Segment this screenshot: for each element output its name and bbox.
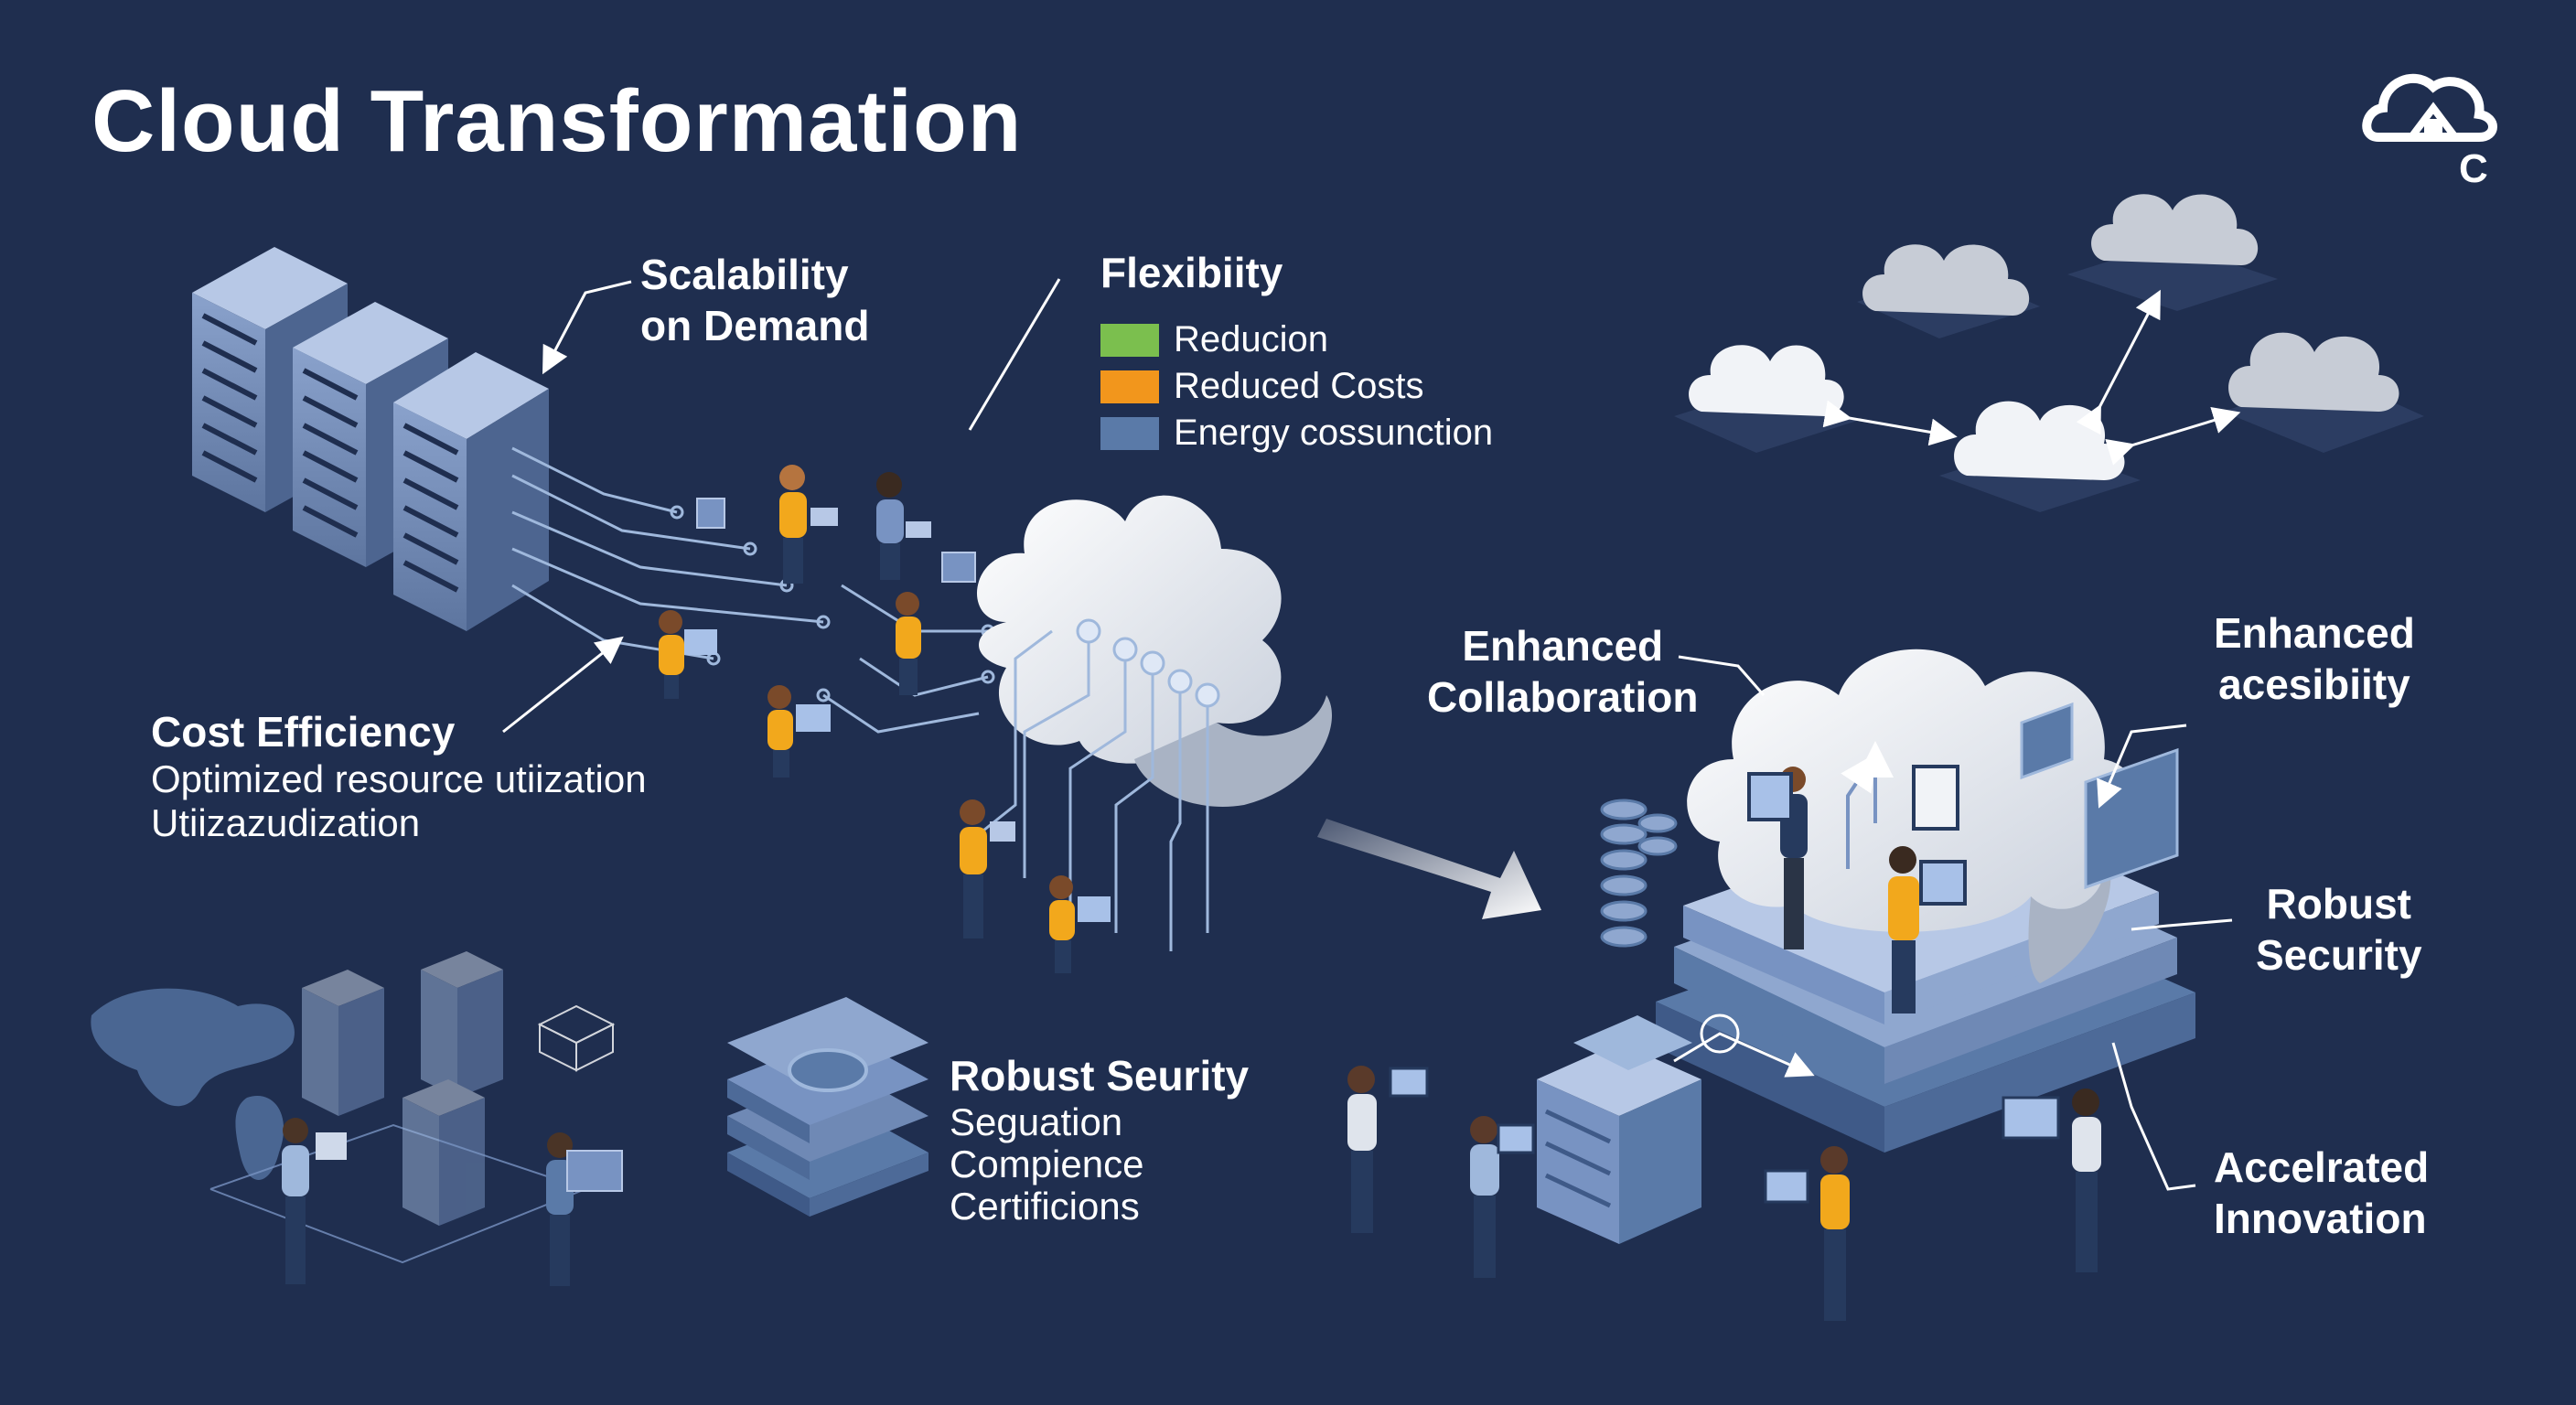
accessibility-line-1: Enhanced xyxy=(2214,609,2415,657)
robust-security-right-label: Robust Security xyxy=(2256,878,2422,981)
person xyxy=(1049,875,1111,973)
robust-security-heading: Robust Seurity xyxy=(950,1052,1250,1099)
scalability-label: Scalability on Demand xyxy=(640,249,869,351)
server-racks xyxy=(192,247,549,631)
database-stack xyxy=(1600,799,1678,948)
legend-label: Reducion xyxy=(1174,319,1329,359)
page-title: Cloud Transformation xyxy=(91,72,1023,170)
person xyxy=(1764,1146,1850,1321)
person xyxy=(2002,1089,2101,1272)
legend-label: Energy cossunction xyxy=(1174,413,1494,453)
cloud-team xyxy=(1747,741,1967,1014)
robust-security-line: Compience xyxy=(950,1142,1144,1185)
network-cloud xyxy=(2223,332,2424,453)
people-right xyxy=(1347,1066,2101,1321)
cost-efficiency-line: Optimized resource utiization xyxy=(151,757,647,800)
people-left xyxy=(659,465,1111,973)
world-map-scene xyxy=(91,951,623,1286)
person xyxy=(1470,1116,1535,1278)
central-cloud xyxy=(969,495,1332,951)
logo-icon xyxy=(2362,73,2497,142)
floating-screen xyxy=(1912,765,1959,831)
person xyxy=(546,1132,623,1286)
legend-item: Reduced Costs xyxy=(1100,363,1493,410)
floating-screen xyxy=(941,552,976,583)
person xyxy=(767,685,831,778)
cost-efficiency-heading: Cost Efficiency xyxy=(151,708,456,756)
server-tower xyxy=(1537,1014,1815,1244)
flexibility-label: Flexibiity xyxy=(1100,249,1283,296)
enhanced-accessibility-label: Enhanced acesibiity xyxy=(2214,607,2415,710)
accessibility-line-2: acesibiity xyxy=(2218,660,2410,708)
cost-efficiency-line: Utiizazudization xyxy=(151,801,421,844)
network-cloud xyxy=(1674,345,1857,453)
person xyxy=(779,465,838,584)
person xyxy=(1747,767,1808,949)
network-cloud xyxy=(1857,244,2040,338)
network-cloud xyxy=(2067,194,2278,311)
collaboration-line-1: Enhanced xyxy=(1462,622,1664,670)
person xyxy=(960,799,1015,938)
security-stack xyxy=(727,997,928,1217)
collaboration-line-2: Collaboration xyxy=(1427,673,1699,721)
shield-icon xyxy=(788,1048,868,1092)
circuit-lines xyxy=(511,446,995,734)
enhanced-collaboration-label: Enhanced Collaboration xyxy=(1427,620,1698,723)
glass-tower xyxy=(302,951,503,1226)
person xyxy=(896,592,921,695)
robust-security-left-block: Robust Seurity Seguation Compience Certi… xyxy=(950,1050,1249,1228)
scalability-line-2: on Demand xyxy=(640,302,870,349)
person xyxy=(1888,846,1967,1014)
legend-item: Reducion xyxy=(1100,316,1493,363)
robust-security-line: Seguation xyxy=(950,1100,1123,1143)
legend-item: Energy cossunction xyxy=(1100,410,1493,456)
person xyxy=(282,1118,347,1284)
legend-swatch xyxy=(1100,370,1159,403)
accelerated-innovation-label: Accelrated Innovation xyxy=(2214,1142,2429,1244)
wireframe-cube-icon xyxy=(537,1004,616,1072)
network-cloud xyxy=(1939,401,2141,512)
security-line-1: Robust xyxy=(2266,880,2411,928)
person xyxy=(659,610,717,699)
cloud-network xyxy=(1674,194,2424,512)
legend-label: Reduced Costs xyxy=(1174,366,1424,406)
legend-swatch xyxy=(1100,416,1159,450)
innovation-line-1: Accelrated xyxy=(2214,1143,2430,1191)
scalability-line-1: Scalability xyxy=(640,251,849,298)
cost-efficiency-block: Cost Efficiency Optimized resource utiiz… xyxy=(151,706,647,845)
floating-screen xyxy=(696,498,725,529)
server-rack xyxy=(393,352,549,631)
person xyxy=(1347,1066,1429,1233)
logo-letter: C xyxy=(2459,146,2488,191)
transition-arrow xyxy=(1317,819,1541,919)
robust-security-line: Certificions xyxy=(950,1185,1140,1228)
legend-swatch xyxy=(1100,323,1159,357)
legend: Reducion Reduced Costs Energy cossunctio… xyxy=(1100,316,1493,456)
person xyxy=(876,472,931,580)
leader-lines xyxy=(502,278,2233,1191)
innovation-line-2: Innovation xyxy=(2214,1195,2427,1242)
security-line-2: Security xyxy=(2256,931,2422,979)
